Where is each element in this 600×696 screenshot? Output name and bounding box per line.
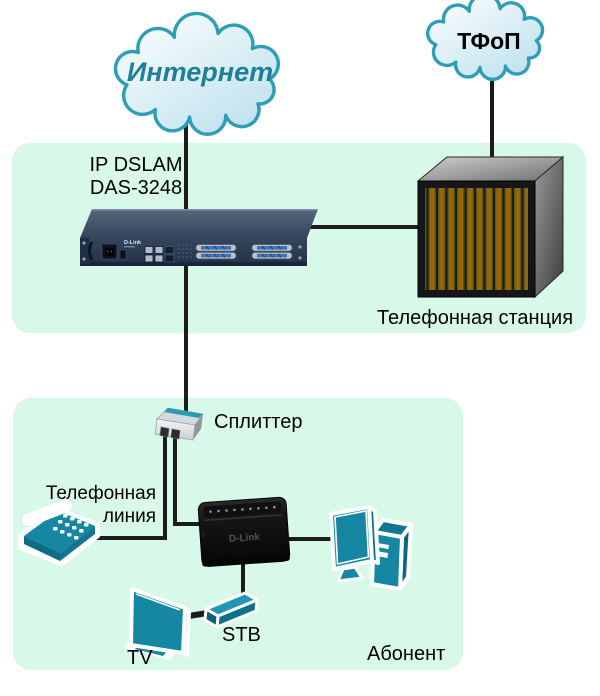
monitor-bezel-line [334,510,370,565]
tower-slot [376,543,389,549]
phone-front-face [24,536,60,561]
phone-right-face [60,526,95,561]
router-base-shadow [202,554,290,567]
link-pstn-station [490,58,494,166]
dslam-pin [110,250,113,253]
dslam-model-smudge [124,246,135,248]
dslam-ethernet-ports [144,246,164,263]
internet-cloud-icon [113,11,280,136]
tv-screen [129,587,191,657]
splitter-port-modem [170,428,181,440]
pstn-cloud-icon [426,0,545,81]
tv-reflection [135,593,181,611]
dslam-screw [298,245,302,249]
splitter-port-phone [159,426,170,438]
monitor-stand [336,565,364,583]
router-gloss-line [204,514,282,522]
dslam-vent-grid [178,244,192,258]
dslam-bottom-edge [80,262,307,266]
dslam-power-pins [105,248,114,256]
stb-box [203,591,259,629]
dslam-power-switch [119,249,127,260]
computer-monitor [329,505,380,571]
dslam-top-face [80,209,318,238]
phone-handset [20,497,74,528]
subscriber-label: Абонент [367,643,446,665]
link-internet-dslam [184,112,188,214]
link-splitter-phone-horizontal [86,536,167,540]
router-brand-text: D-Link [229,532,261,545]
splitter-teal-strip [164,408,203,418]
dslam-label-line2: DAS-3248 [89,177,183,199]
link-splitter-router-vertical [173,436,177,526]
pstn-label: ТФоП [457,28,521,54]
link-dslam-station [300,225,422,229]
link-router-pc [285,537,335,541]
station-line-cards [425,188,528,290]
dslam-telco-connectors [195,244,293,260]
link-splitter-phone-vertical [163,436,167,540]
internet-label: Интернет [126,57,274,87]
link-dslam-splitter [184,264,188,416]
dslam-handle [88,241,94,261]
router-icon: D-Link [197,496,291,567]
router-leds [209,505,276,513]
station-right-face [534,155,564,299]
computer-icon [329,505,413,591]
dslam-rack-ear [80,238,89,264]
router-side-button [201,532,206,537]
tv-icon [124,587,191,660]
phone-line-label: Телефонная линия [26,482,156,528]
telephone-station-icon [416,155,565,299]
phone-line-label-line1: Телефонная [45,483,156,504]
dslam-sfp-ports [164,246,175,263]
dslam-pin [106,250,109,253]
dslam-brand-text: D-Link [124,240,142,246]
dslam-screw [82,241,86,245]
phone-line-label-line2: линия [102,506,156,527]
phone-keypad [53,514,89,540]
splitter-icon [154,407,204,441]
telephone-icon [18,497,100,567]
link-router-stb [241,564,245,600]
station-label: Телефонная станция [376,307,574,329]
dslam-icon: D-Link [80,209,318,266]
tv-label: TV [127,647,153,669]
stb-icon [203,591,259,629]
splitter-right-face [193,414,203,440]
dslam-label-line1: IP DSLAM [89,154,183,176]
dslam-screw [82,257,86,261]
dslam-label: IP DSLAM DAS-3248 [61,154,211,200]
splitter-label: Сплиттер [214,411,303,433]
stb-label: STB [222,624,261,646]
dslam-screw [298,256,302,260]
link-splitter-router-horizontal [173,522,203,526]
